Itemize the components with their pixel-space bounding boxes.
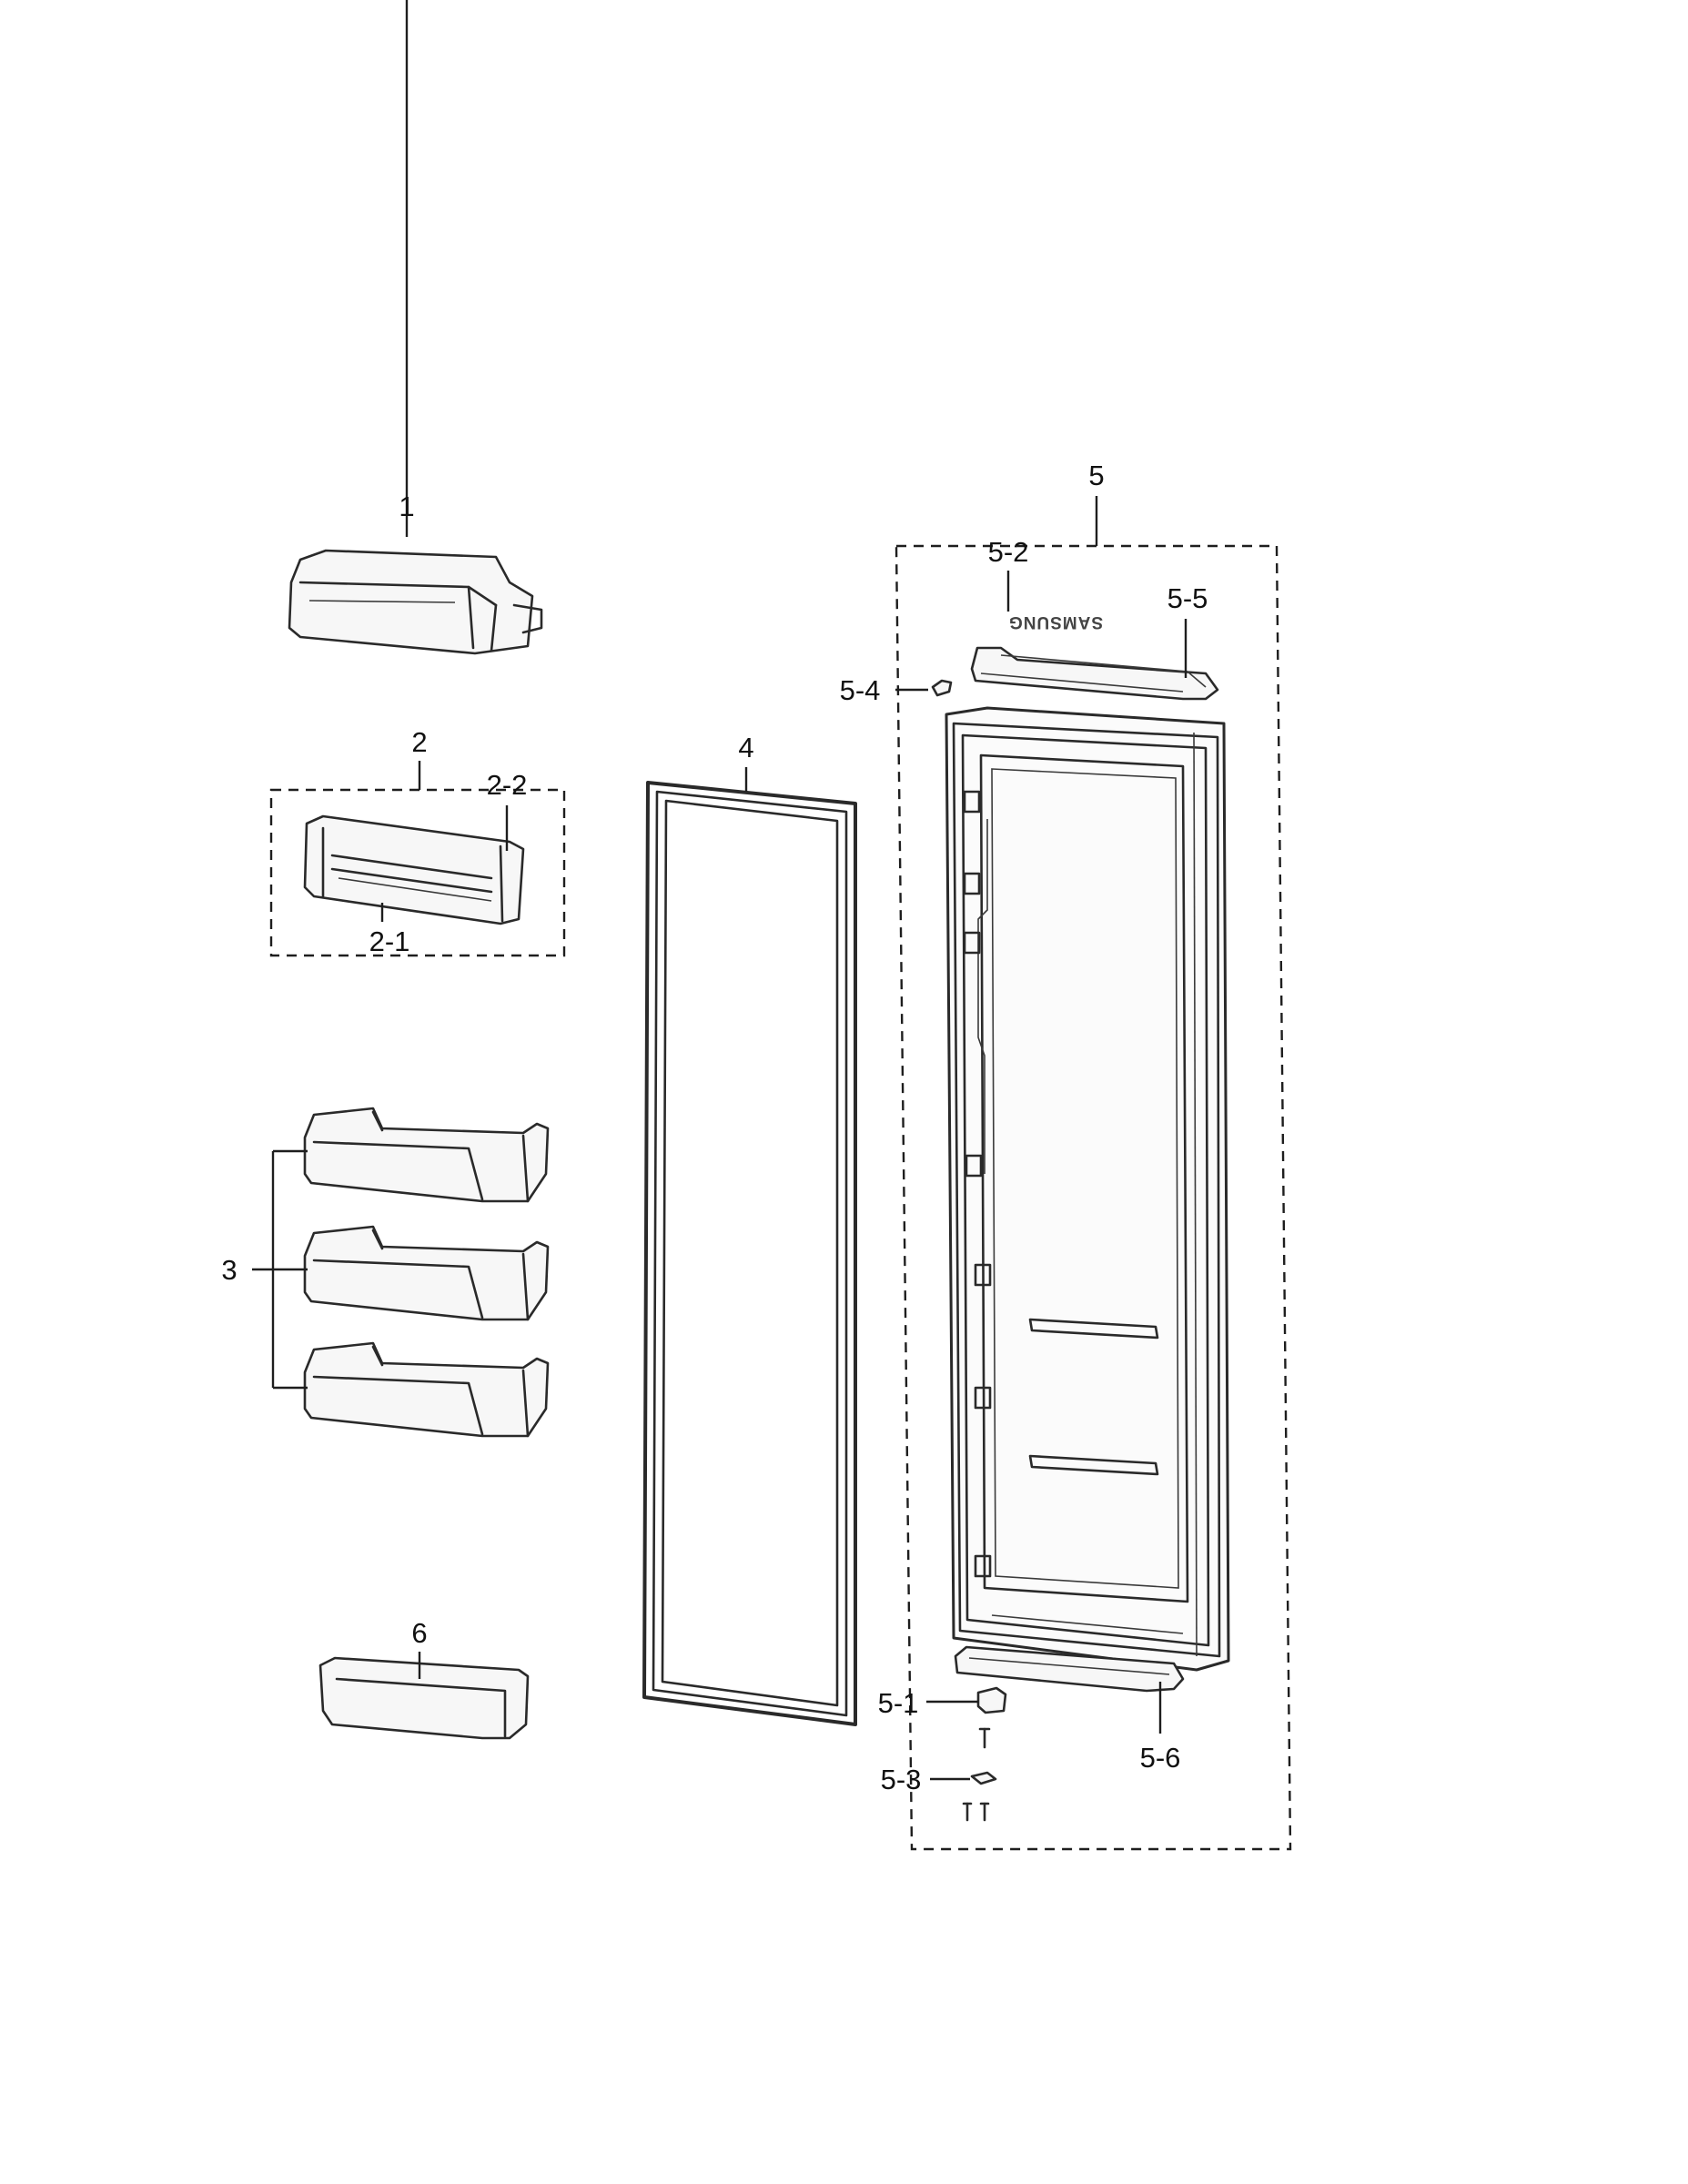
callout-5: 5 xyxy=(1088,460,1104,491)
part-5-5-door-top-cap xyxy=(970,646,1219,701)
part-5-6-door-bottom-cap xyxy=(954,1645,1185,1693)
part-6-bottom-door-bin xyxy=(318,1656,530,1740)
callout-5-5: 5-5 xyxy=(1167,582,1208,614)
part-5-3-hinge-pin xyxy=(970,1771,997,1785)
callout-3: 3 xyxy=(221,1254,237,1286)
callout-2-1: 2-1 xyxy=(369,925,410,957)
callout-5-6: 5-6 xyxy=(1140,1742,1181,1774)
callout-1: 1 xyxy=(399,490,414,522)
part-5-4-hinge-cap xyxy=(931,679,953,697)
part-2-group-box xyxy=(269,788,566,957)
leader-3-bracket xyxy=(252,1149,308,1390)
screw-pair-icon xyxy=(962,1802,990,1822)
part-3-door-bin-middle xyxy=(303,1225,550,1321)
callout-6: 6 xyxy=(411,1617,427,1649)
part-2-shelf-rack xyxy=(303,814,525,925)
screw-icon xyxy=(978,1727,991,1749)
callout-5-3: 5-3 xyxy=(881,1764,922,1795)
callout-5-2: 5-2 xyxy=(988,536,1029,568)
part-3-door-bin-upper xyxy=(303,1107,550,1203)
callout-5-4: 5-4 xyxy=(840,674,881,706)
callout-2-2: 2-2 xyxy=(487,769,528,801)
part-5-1-hinge-bracket xyxy=(976,1686,1007,1714)
svg-text:SAMSUNG: SAMSUNG xyxy=(1008,612,1103,632)
callout-2: 2 xyxy=(411,726,427,758)
part-5-door-body xyxy=(945,706,1230,1672)
part-4-door-gasket xyxy=(642,781,857,1726)
callout-4: 4 xyxy=(738,732,753,763)
callout-5-1: 5-1 xyxy=(878,1687,919,1719)
part-3-door-bin-lower xyxy=(303,1341,550,1438)
part-5-group-box xyxy=(895,544,1292,1851)
part-5-2-brand-emblem: SAMSUNG xyxy=(1008,612,1103,632)
part-1-door-bin-cover xyxy=(288,549,543,655)
